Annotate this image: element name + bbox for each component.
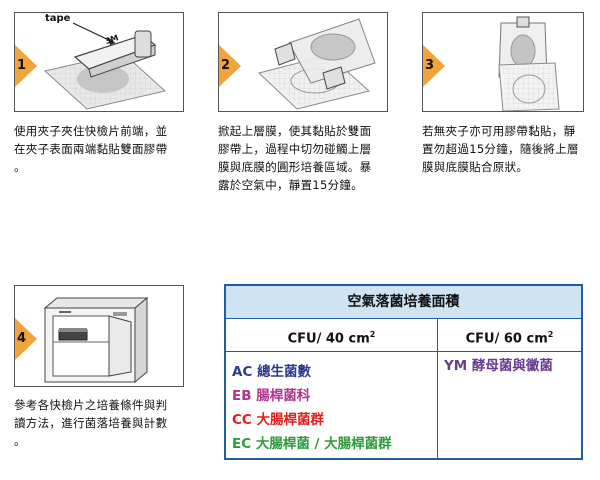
col1-header-sup: 2	[369, 330, 376, 339]
tape-label: tape	[45, 13, 71, 24]
col1-item-eb: EB 腸桿菌科	[232, 384, 310, 404]
step-3-number: 3	[425, 58, 435, 73]
step-1-panel: tape 3M 1	[14, 12, 184, 112]
step-2-panel: 2	[218, 12, 388, 112]
col2-header: CFU/ 60 cm2	[438, 319, 581, 352]
step-2-number: 2	[221, 58, 231, 73]
table-title: 空氣落菌培養面積	[226, 286, 581, 319]
col1-item-ac: AC 總生菌數	[232, 360, 311, 380]
step-1-caption: 使用夾子夾住快檢片前端，並 在夾子表面兩端黏貼雙面膠帶 。	[14, 124, 168, 174]
column-divider	[437, 319, 438, 458]
item-code: EB	[232, 388, 252, 404]
col1-item-cc: CC 大腸桿菌群	[232, 408, 324, 428]
step-4-caption: 參考各快檢片之培養條件與判 讀方法，進行菌落培養與計數 。	[14, 398, 168, 448]
col2-header-text: CFU/ 60 cm	[465, 331, 548, 347]
item-label: 總生菌數	[257, 364, 312, 380]
item-label: 大腸桿菌群	[256, 412, 325, 428]
item-code: YM	[444, 358, 468, 374]
step-3-panel: 3	[422, 12, 584, 112]
step-3-illustration	[498, 16, 560, 111]
step-4-panel: 4	[14, 285, 184, 387]
item-label: 腸桿菌科	[256, 388, 311, 404]
step-4-illustration	[43, 296, 149, 384]
col1-header-text: CFU/ 40 cm	[287, 331, 370, 347]
cfu-area-table: 空氣落菌培養面積 CFU/ 40 cm2 CFU/ 60 cm2 AC 總生菌數…	[224, 284, 583, 460]
item-label: 酵母菌與黴菌	[471, 358, 553, 374]
col1-item-ec: EC 大腸桿菌 / 大腸桿菌群	[232, 432, 392, 452]
step-2-illustration	[257, 18, 376, 110]
col2-header-sup: 2	[547, 330, 554, 339]
step-1-illustration	[43, 22, 167, 110]
step-4-number: 4	[17, 331, 27, 346]
item-code: CC	[232, 412, 252, 428]
col2-item-ym: YM 酵母菌與黴菌	[444, 354, 553, 374]
step-2-caption: 掀起上層膜，使其黏貼於雙面 膠帶上，過程中切勿碰觸上層 膜與底膜的圓形培養區域。…	[218, 124, 372, 192]
col1-header: CFU/ 40 cm2	[226, 319, 437, 352]
item-code: EC	[232, 436, 252, 452]
item-label: 大腸桿菌 / 大腸桿菌群	[255, 436, 392, 452]
step-1-number: 1	[17, 58, 27, 73]
step-3-caption: 若無夾子亦可用膠帶黏貼，靜 置勿超過15分鐘，隨後將上層 膜與底膜貼合原狀。	[422, 124, 579, 174]
item-code: AC	[232, 364, 253, 380]
